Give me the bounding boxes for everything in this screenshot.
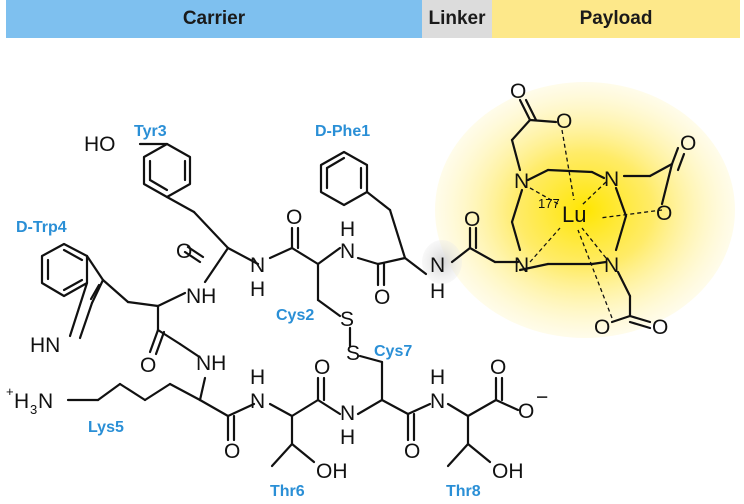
atom-o: O [374,286,390,309]
linker-label: Linker [428,8,486,29]
atom-o: O [656,202,672,225]
atom-oh: OH [316,460,348,483]
carrier-label: Carrier [182,8,246,29]
charge-minus: − [536,386,548,409]
atom-o: O [510,80,526,103]
atom-n: N [430,254,445,277]
atom-o: O [556,110,572,133]
atom-ho: HO [84,133,116,156]
atom-o: O [594,316,610,339]
atom-h: H [430,366,445,389]
atom-o: O [140,354,156,377]
backbone-lower [66,376,520,468]
atom-hn: HN [30,334,60,357]
atom-n: N [250,390,265,413]
atom-o: O [286,206,302,229]
label-dphe1: D-Phe1 [315,123,370,140]
label-tyr3: Tyr3 [134,123,167,140]
atom-n: N [340,240,355,263]
atom-s: S [346,342,360,365]
charge-plus: + [6,384,14,399]
atom-h: H [340,426,355,449]
atom-h: H [430,280,445,303]
label-cys7: Cys7 [374,343,412,360]
linker-band: Linker [422,0,492,38]
atom-n: N [604,168,619,191]
atom-o: O [518,400,534,423]
atom-h: H [340,218,355,241]
atom-labels: HO O NH N H O N H O N H O HN O NH S S + … [6,80,696,483]
atom-h: H [250,278,265,301]
dota-chelate [510,98,686,330]
atom-o: O [680,132,696,155]
label-thr8: Thr8 [446,483,481,500]
carrier-band: Carrier [6,0,422,38]
atom-s: S [340,308,354,331]
atom-n: N [340,402,355,425]
atom-n: N [604,254,619,277]
dphe1-side-chain [319,150,407,260]
atom-o: O [176,240,192,263]
dtrp4-indole [40,242,160,340]
atom-nh: NH [186,285,216,308]
atom-oh: OH [492,460,524,483]
atom-n: N [514,170,529,193]
label-lys5: Lys5 [88,419,124,436]
linker-highlight [422,240,462,284]
atom-h3n-n: N [38,390,53,413]
payload-label: Payload [579,8,653,29]
label-dtrp4: D-Trp4 [16,219,67,236]
atom-o: O [404,440,420,463]
atom-h3n-sub: 3 [30,402,37,417]
payload-glow [435,82,735,338]
label-cys2: Cys2 [276,307,314,324]
atom-n: N [514,254,529,277]
label-thr6: Thr6 [270,483,305,500]
atom-o: O [652,316,668,339]
atom-o: O [464,208,480,231]
residue-labels: Tyr3 D-Phe1 D-Trp4 Cys2 Cys7 Lys5 Thr6 T… [16,123,481,500]
tyr3-side-chain [138,142,230,250]
isotope-number: 177 [538,196,560,211]
atom-o: O [314,356,330,379]
atom-h: H [250,366,265,389]
atom-nh: NH [196,352,226,375]
atom-n: N [250,254,265,277]
atom-n: N [430,390,445,413]
atom-o: O [224,440,240,463]
disulfide-bridge [316,262,384,402]
metal-lu: Lu [562,202,586,227]
payload-band: Payload [492,0,740,38]
atom-o: O [490,356,506,379]
atom-h3n-h: H [14,390,29,413]
backbone-upper [148,226,520,358]
